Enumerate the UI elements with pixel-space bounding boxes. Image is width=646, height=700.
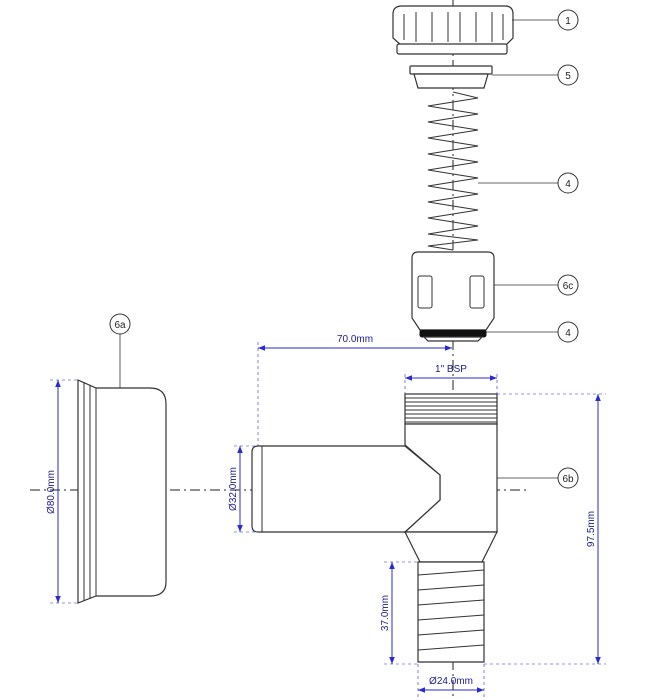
svg-text:6b: 6b	[562, 474, 574, 485]
dim-offset-label: 70.0mm	[337, 334, 373, 345]
svg-text:6a: 6a	[114, 320, 126, 331]
svg-text:5: 5	[565, 71, 571, 82]
dim-dia-24: Ø24.0mm	[417, 664, 485, 700]
cap-nut-part-1	[392, 5, 514, 55]
svg-text:1: 1	[565, 16, 571, 27]
dim-height-label: 97.5mm	[586, 511, 597, 547]
oring-part-4	[419, 329, 487, 342]
svg-text:4: 4	[565, 328, 571, 339]
svg-text:6c: 6c	[563, 281, 574, 292]
balloon-5: 5	[492, 64, 579, 86]
balloon-6c: 6c	[494, 274, 579, 296]
washer-part-5	[409, 65, 493, 89]
balloon-6b: 6b	[497, 467, 579, 489]
dim-bsp: 1" BSP	[404, 364, 498, 394]
balloon-4-washer: 4	[486, 321, 579, 343]
balloon-1: 1	[512, 9, 579, 31]
svg-text:4: 4	[565, 179, 571, 190]
balloon-4-spring: 4	[478, 172, 579, 194]
dim-height: 97.5mm	[484, 393, 606, 665]
dim-length-37: 37.0mm	[380, 561, 418, 665]
dim-dia-32: Ø32.0mm	[228, 445, 256, 533]
end-cap-part-6a	[77, 379, 167, 604]
dim-offset: 70.0mm	[257, 334, 452, 446]
tee-body-part-6b	[251, 393, 498, 663]
dim-dia-24-label: Ø24.0mm	[429, 676, 473, 687]
dim-length-37-label: 37.0mm	[380, 595, 391, 631]
dim-bsp-label: 1" BSP	[435, 364, 467, 375]
dim-dia-32-label: Ø32.0mm	[228, 467, 239, 511]
spring-part-4	[427, 91, 479, 251]
dim-dia-80: Ø80.0mm	[46, 379, 80, 604]
balloon-6a: 6a	[109, 313, 131, 388]
connector-part-6c	[411, 251, 495, 331]
dim-dia-80-label: Ø80.0mm	[46, 470, 57, 514]
